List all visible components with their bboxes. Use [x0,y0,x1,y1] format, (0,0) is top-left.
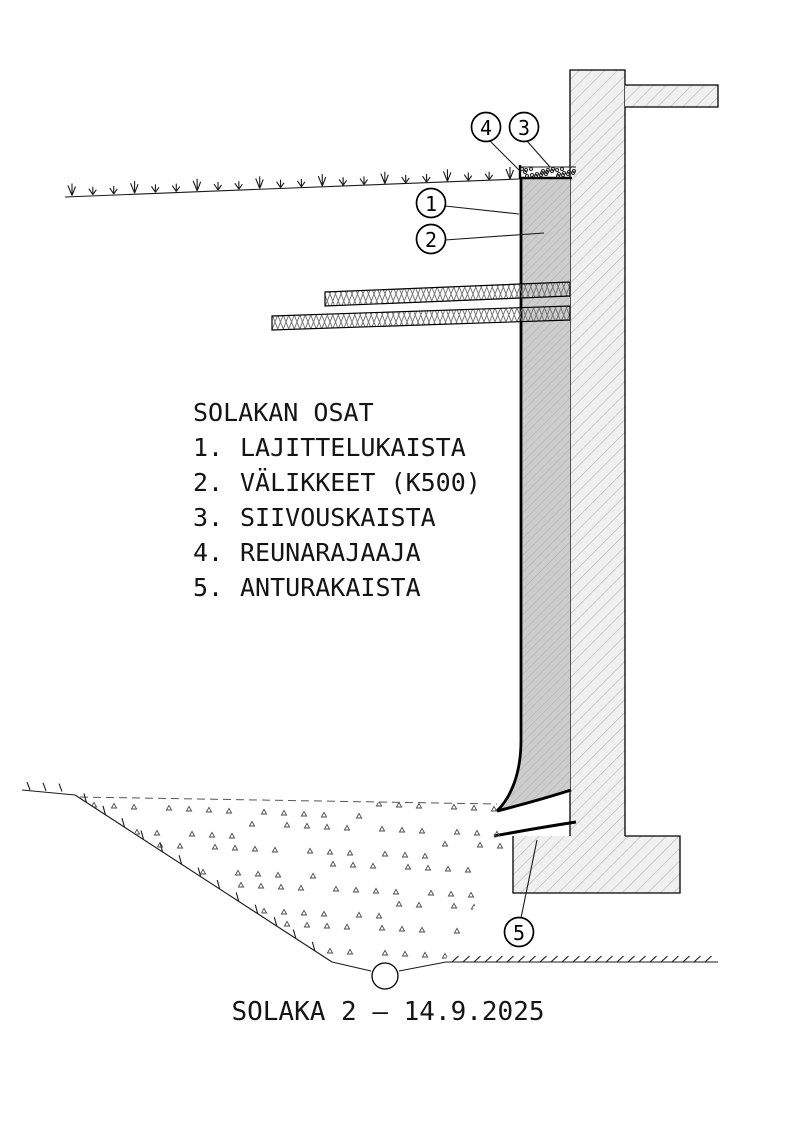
legend-item-5-number: 5. [193,573,223,602]
legend-item-2-label: VÄLIKKEET (K500) [240,468,481,497]
callout-2-circle [415,223,447,255]
callout-3-circle [508,111,540,143]
legend-item-1-label: LAJITTELUKAISTA [240,433,466,462]
ground-line [64,178,520,198]
legend-item-3-label: SIIVOUSKAISTA [240,503,436,532]
ledge-outline [625,84,719,108]
legend-item-1: 1. LAJITTELUKAISTA [193,433,466,462]
callouts: 4 3 1 2 5 [415,111,551,948]
ground-hatch-marks [451,955,712,963]
legend-item-2: 2. VÄLIKKEET (K500) [193,468,481,497]
drainage-strip [496,176,572,812]
insulation-board-lower [271,305,571,331]
wall-ledge [625,84,719,108]
gravel-strip [518,165,576,179]
callout-5-circle [503,916,535,948]
ground-surface [64,167,520,198]
leader-4 [489,140,522,173]
callout-1: 1 [415,187,447,219]
membrane-lines [493,788,577,838]
strip-left-edge [496,178,523,812]
strip-fill-area [497,178,570,811]
legend-heading: SOLAKAN OSAT [193,398,374,427]
callout-2-number: 2 [425,228,437,252]
membrane-upper [496,788,572,813]
footing-hatch-area [513,836,680,893]
legend-item-4-label: REUNARAJAAJA [240,538,421,567]
drain-pipe [371,962,399,990]
legend-item-3: 3. SIIVOUSKAISTA [193,503,436,532]
legend-item-4-number: 4. [193,538,223,567]
legend-item-3-number: 3. [193,503,223,532]
legend-item-5-label: ANTURAKAISTA [240,573,421,602]
callout-1-circle [415,187,447,219]
legend: SOLAKAN OSAT 1. LAJITTELUKAISTA 2. VÄLIK… [193,398,481,602]
legend-item-1-number: 1. [193,433,223,462]
callout-5-number: 5 [513,921,525,945]
gravel-dots [520,167,576,178]
legend-item-2-number: 2. [193,468,223,497]
footing-outline [512,835,681,894]
callout-4: 4 [470,111,502,143]
callout-3-number: 3 [518,116,530,140]
legend-item-5: 5. ANTURAKAISTA [193,573,421,602]
leader-3 [526,140,551,168]
wall-hatch-area [570,70,625,836]
membrane-lower [493,820,577,838]
ledge-hatch-area [625,85,718,107]
insulation-boards [271,281,571,331]
slope-line [74,794,333,963]
drawing-caption: SOLAKA 2 – 14.9.2025 [231,997,544,1027]
callout-3: 3 [508,111,540,143]
insulation-board-upper [324,281,571,307]
grass-tufts [67,167,515,196]
leader-5 [520,839,538,919]
slope-hatch-marks [26,781,316,952]
callout-5: 5 [503,916,535,948]
gravel-fill-triangles [81,800,507,959]
ground-line-left [21,789,76,796]
foundation-wall [569,69,626,836]
backfill-dashed-line [79,796,498,805]
leader-1 [444,205,520,215]
footing [512,835,681,894]
pit-bottom-line [331,961,718,972]
legend-item-4: 4. REUNARAJAAJA [193,538,421,567]
callout-4-circle [470,111,502,143]
callout-2: 2 [415,223,447,255]
callout-4-number: 4 [480,116,492,140]
leader-2 [444,232,545,241]
callout-1-number: 1 [425,192,437,216]
